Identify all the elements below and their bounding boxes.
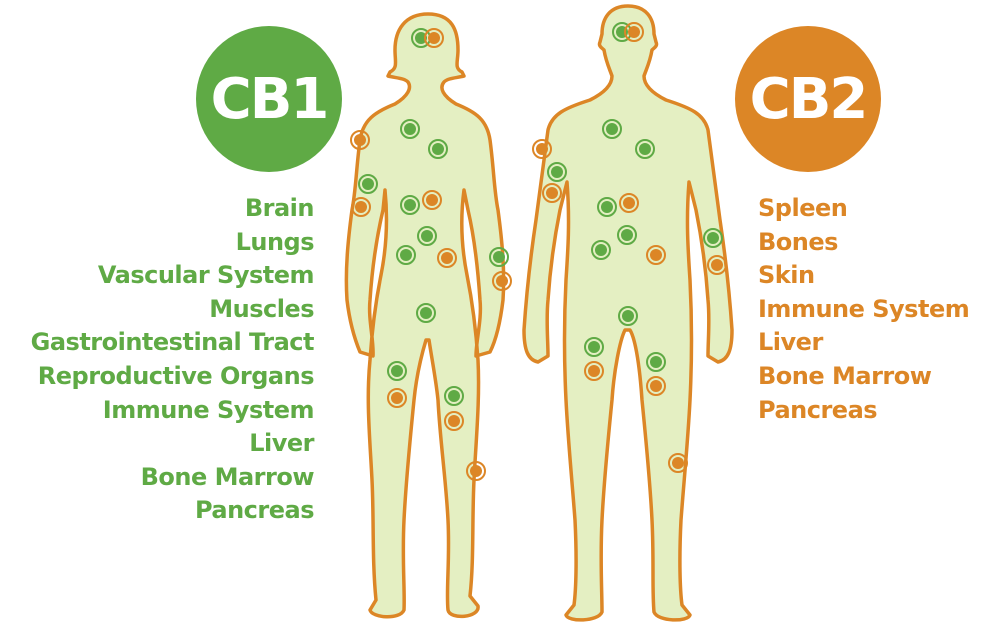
cb1-locations-list: Brain Lungs Vascular System Muscles Gast… [30,192,315,528]
cb1-label: CB1 [210,66,330,132]
cb2-location: Skin [758,261,815,290]
cb1-location: Pancreas [194,496,315,525]
cb2-locations-list: Spleen Bones Skin Immune System Liver Bo… [758,192,970,427]
cb2-label: CB2 [749,66,869,132]
cb2-location: Liver [758,328,823,357]
cb2-badge: CB2 [735,26,881,172]
cb1-location: Vascular System [97,261,315,290]
cb2-location: Bones [758,227,838,256]
cb2-location: Pancreas [758,395,878,424]
cb2-location: Spleen [758,194,848,222]
cb1-location: Lungs [235,227,315,256]
cb1-location: Bone Marrow [140,462,315,491]
cb1-location: Reproductive Organs [37,361,315,390]
cb1-location: Liver [249,429,314,458]
cb1-location: Brain [244,194,315,222]
cb1-location: Immune System [102,395,315,424]
cb1-location: Gastrointestinal Tract [30,328,315,357]
female-figure [344,12,512,619]
cb1-badge: CB1 [196,26,342,172]
cb2-location: Immune System [758,294,970,323]
cb2-location: Bone Marrow [758,361,932,390]
male-figure [522,4,734,622]
cb1-location: Muscles [209,294,314,323]
